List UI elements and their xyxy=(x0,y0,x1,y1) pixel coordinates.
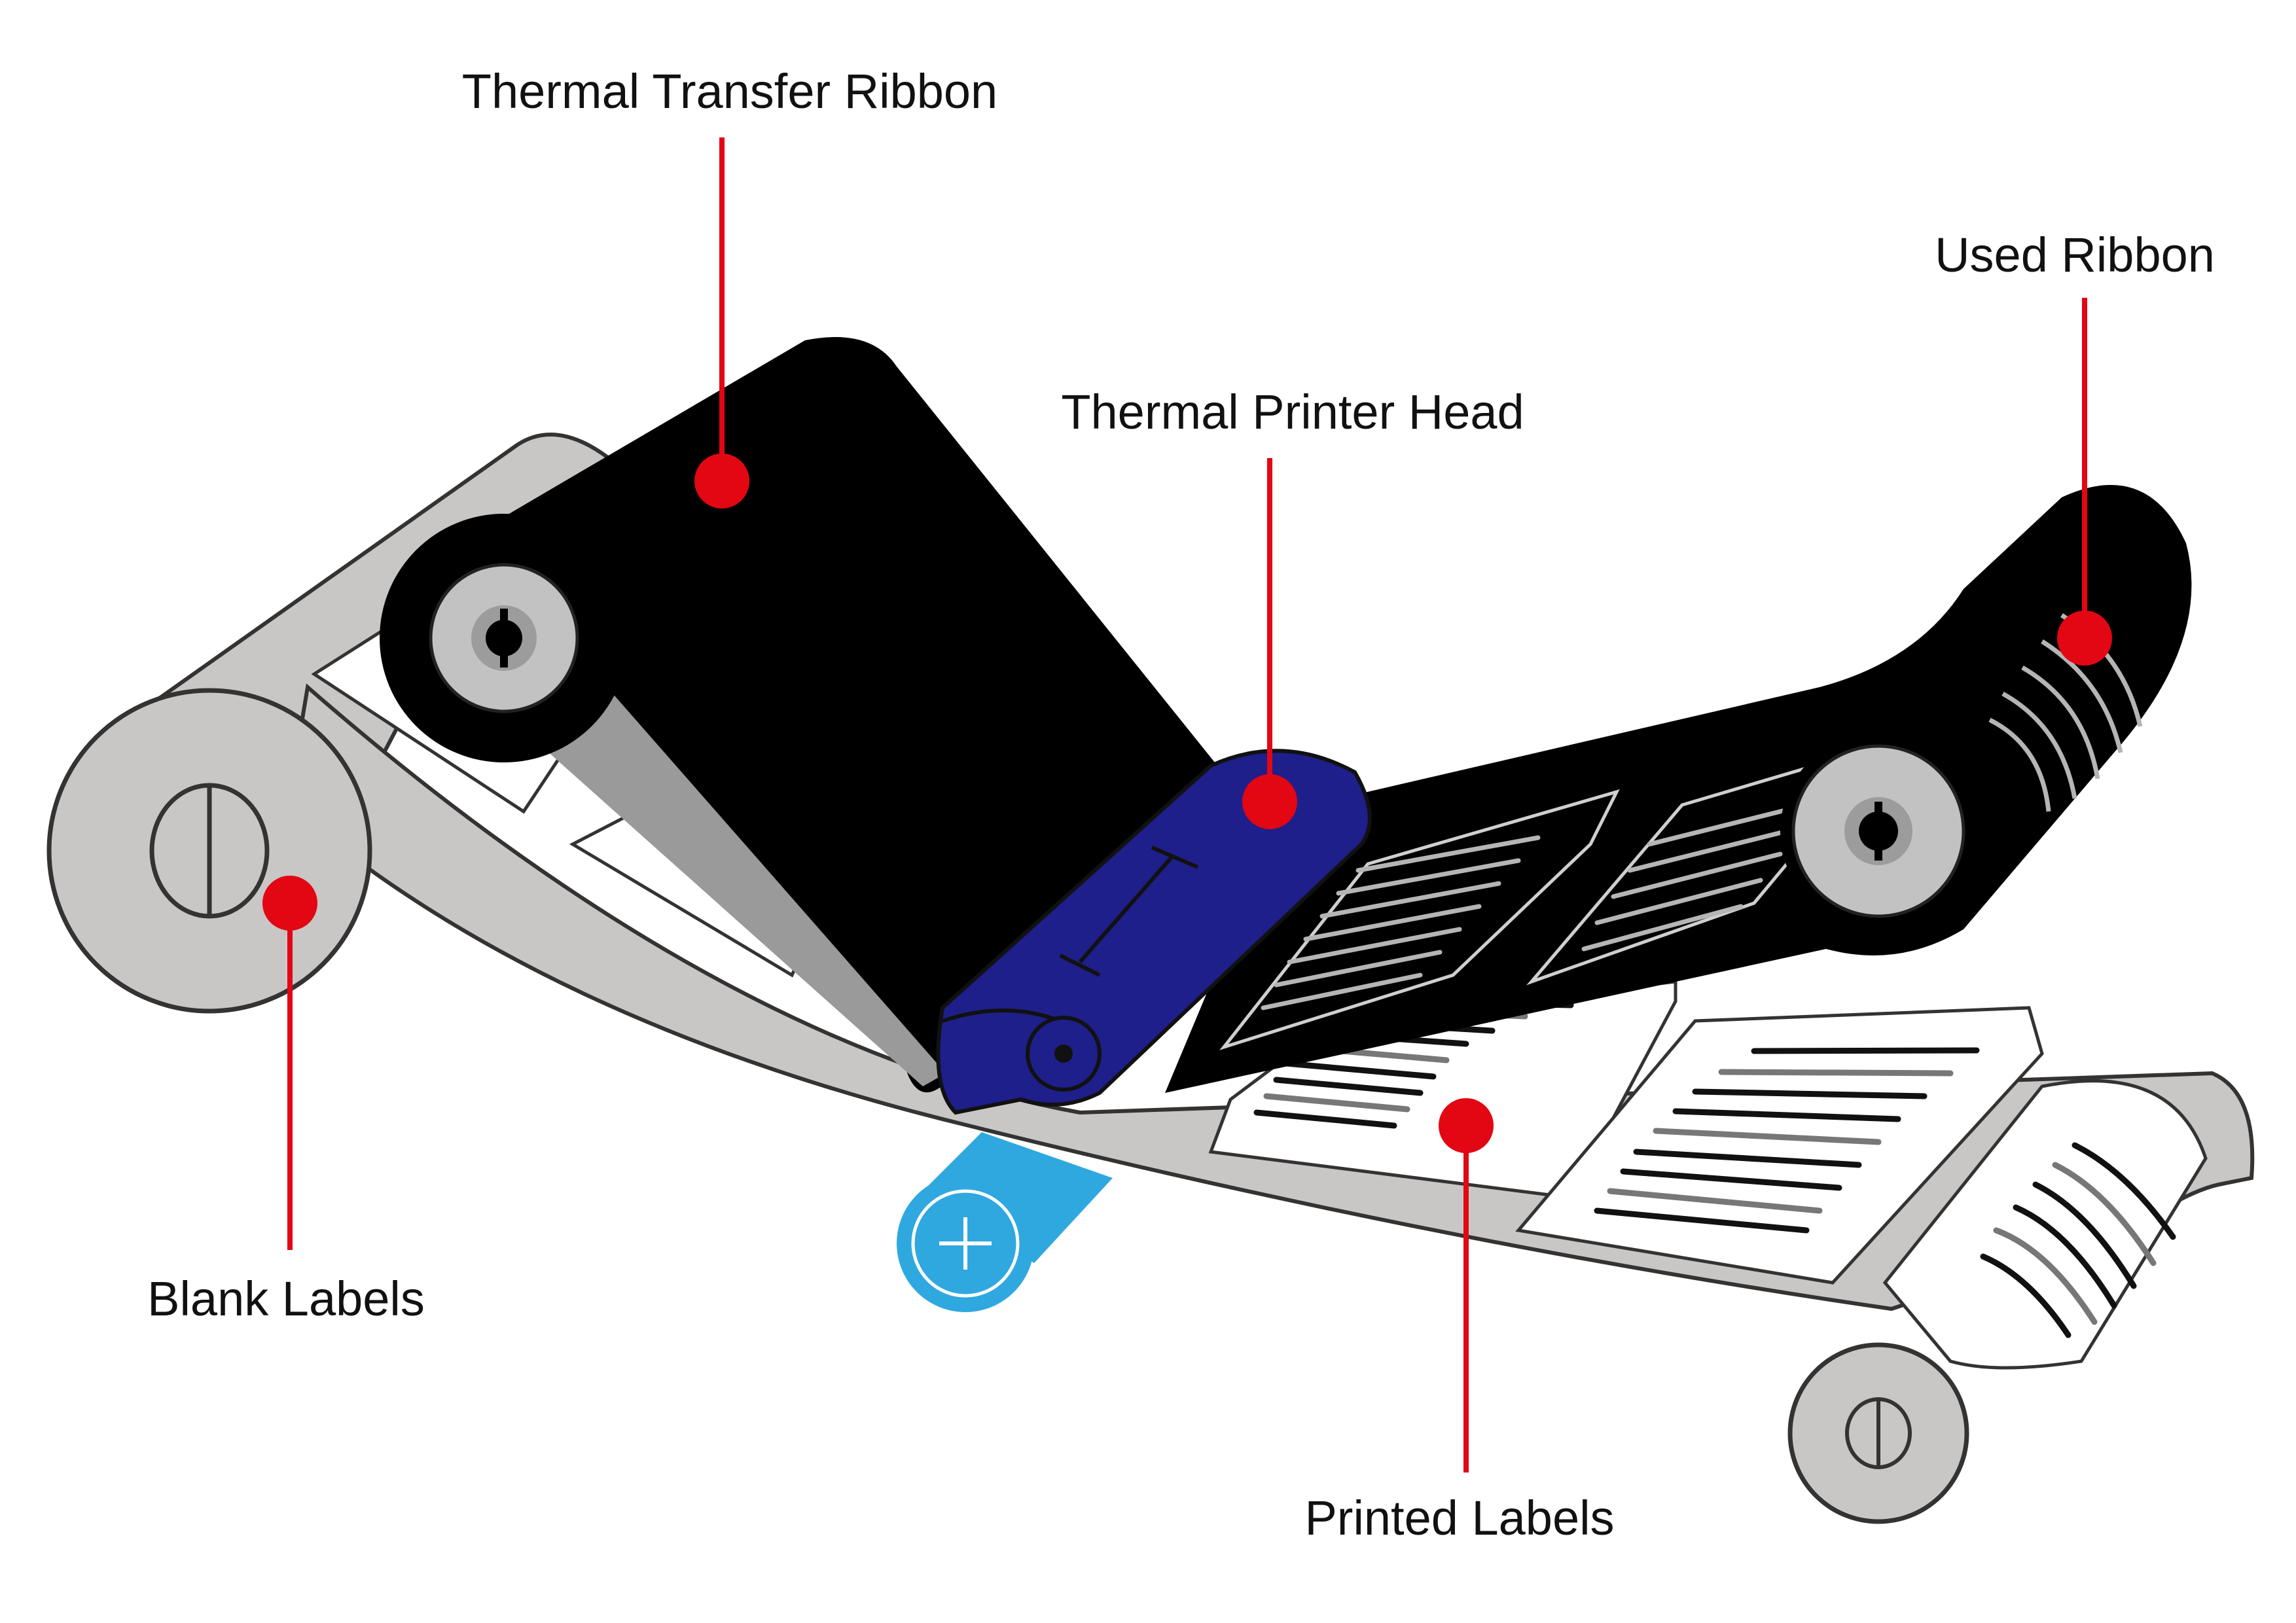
callout-blank-labels: Blank Labels xyxy=(147,876,425,1326)
callout-marker xyxy=(262,876,317,931)
label-web xyxy=(145,433,2255,1370)
thermal-printer-head xyxy=(936,749,1372,1115)
platen-roller xyxy=(897,1132,1113,1312)
ribbon-supply xyxy=(380,337,1217,1093)
callout-head: Thermal Printer Head xyxy=(1061,385,1524,829)
used-ribbon xyxy=(1165,485,2192,1093)
callout-marker xyxy=(1242,774,1297,829)
callout-label-printed-labels: Printed Labels xyxy=(1304,1491,1614,1545)
callout-marker xyxy=(1439,1098,1494,1153)
callout-printed-labels: Printed Labels xyxy=(1304,1098,1615,1545)
callout-label-head: Thermal Printer Head xyxy=(1061,385,1524,439)
callout-marker xyxy=(694,454,749,508)
callout-label-ribbon: Thermal Transfer Ribbon xyxy=(462,64,997,118)
callout-label-used-ribbon: Used Ribbon xyxy=(1935,228,2215,282)
callout-used-ribbon: Used Ribbon xyxy=(1935,228,2215,666)
printed-labels-roll xyxy=(1787,1342,1969,1524)
callout-ribbon: Thermal Transfer Ribbon xyxy=(462,64,997,508)
blank-labels-roll xyxy=(46,688,372,1014)
callout-marker xyxy=(2057,611,2112,666)
callout-label-blank-labels: Blank Labels xyxy=(147,1272,425,1326)
